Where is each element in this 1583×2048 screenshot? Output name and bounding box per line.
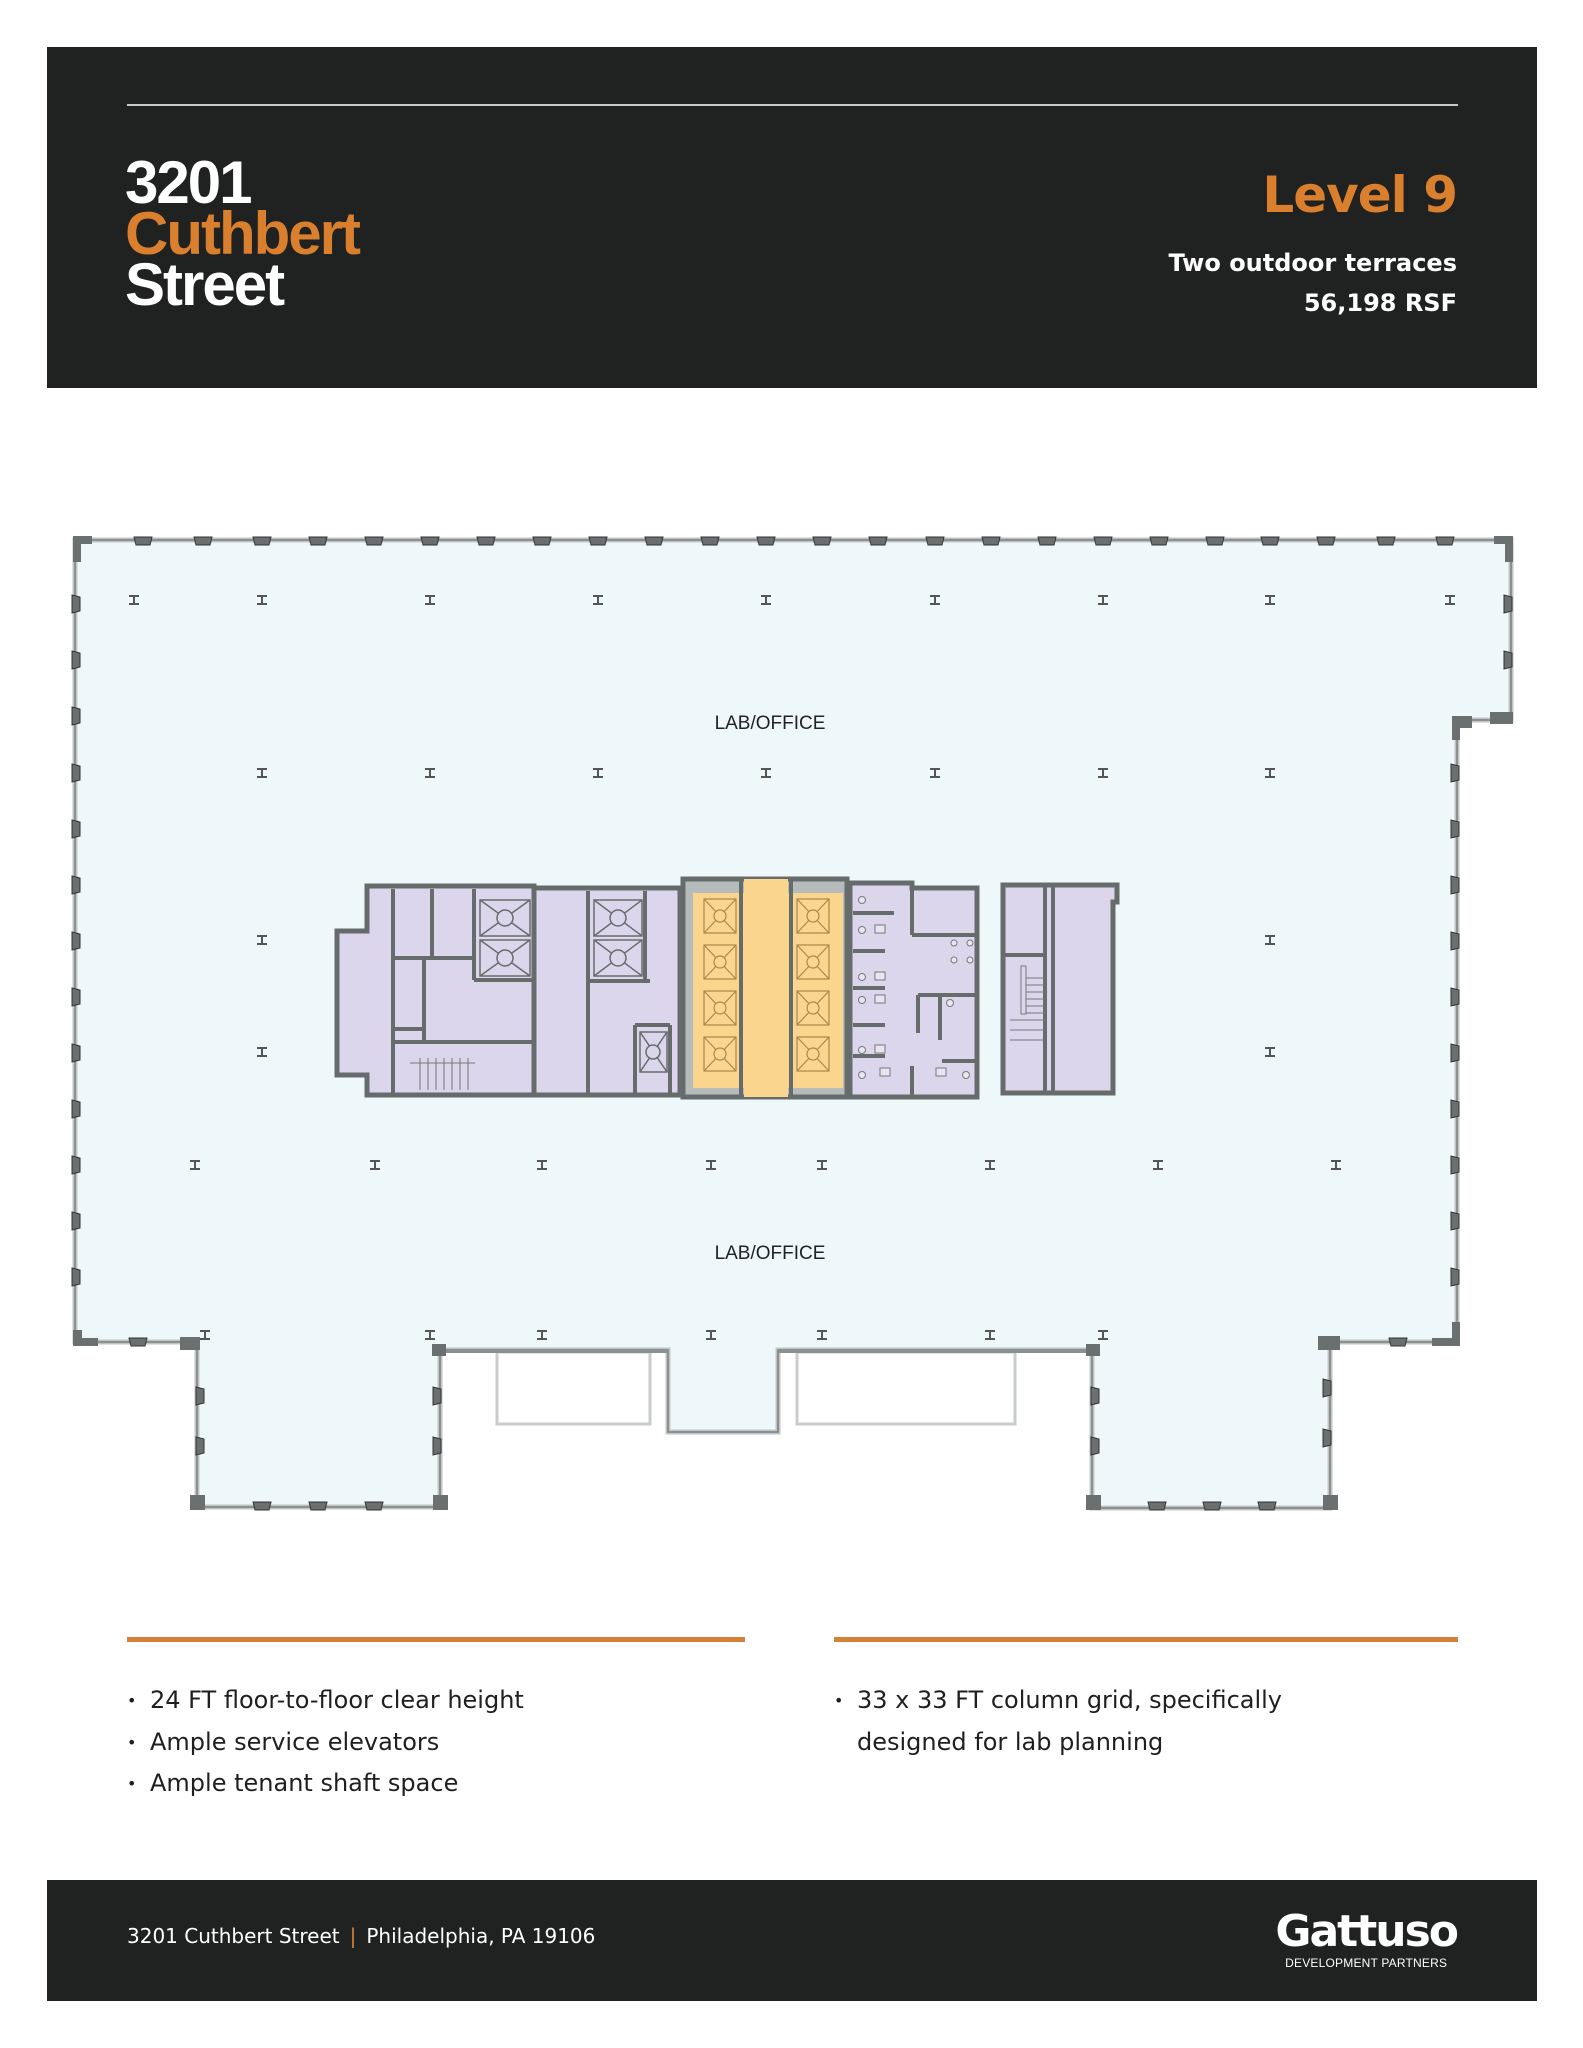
space-label-lower: LAB/OFFICE [715, 1243, 826, 1264]
footer-street: 3201 Cuthbert Street [127, 1924, 340, 1948]
stair-right [1010, 965, 1045, 1041]
footer-separator: | [349, 1924, 357, 1948]
building-title-line1: 3201 [125, 149, 252, 216]
features-left: 24 FT floor-to-floor clear height Ample … [127, 1637, 745, 1805]
restroom-fixtures [858, 896, 974, 1079]
building-title-line3: Street [125, 251, 285, 318]
footer-banner: 3201 Cuthbert Street | Philadelphia, PA 19… [47, 1880, 1537, 2001]
features-right-list: 33 x 33 FT column grid, specifically des… [834, 1680, 1458, 1763]
passenger-elevators [703, 898, 830, 1072]
feature-item: Ample service elevators [127, 1722, 745, 1764]
building-core [334, 876, 1120, 1100]
level-area: 56,198 RSF [1303, 289, 1457, 317]
stair-left [410, 1058, 475, 1090]
feature-item: 33 x 33 FT column grid, specifically des… [834, 1680, 1327, 1763]
header-divider [127, 104, 1458, 106]
feature-item: 24 FT floor-to-floor clear height [127, 1680, 745, 1722]
features-left-rule [127, 1637, 745, 1642]
header-banner: 3201 Cuthbert Street Level 9 Two outdoor… [47, 47, 1537, 388]
terrace-areas [440, 1350, 1092, 1426]
building-title: 3201 Cuthbert Street [125, 149, 361, 318]
level-title: Level 9 [1262, 166, 1458, 224]
features-right-rule [834, 1637, 1458, 1642]
gattuso-logo: Gattuso DEVELOPMENT PARTNERS [1275, 1906, 1459, 1971]
level-info: Level 9 Two outdoor terraces 56,198 RSF [1168, 165, 1458, 323]
logo-tagline: DEVELOPMENT PARTNERS [1285, 1956, 1448, 1970]
features-left-list: 24 FT floor-to-floor clear height Ample … [127, 1680, 745, 1805]
footer-city: Philadelphia, PA 19106 [366, 1924, 596, 1948]
service-elevators-mid [593, 899, 668, 1073]
feature-item: Ample tenant shaft space [127, 1763, 745, 1805]
service-elevators-left [479, 899, 531, 977]
logo-name: Gattuso [1275, 1906, 1459, 1957]
features-right: 33 x 33 FT column grid, specifically des… [834, 1637, 1458, 1763]
space-label-upper: LAB/OFFICE [715, 713, 826, 734]
building-title-line2: Cuthbert [125, 200, 361, 267]
structural-corners [73, 536, 1513, 1510]
footer-address: 3201 Cuthbert Street | Philadelphia, PA 19… [127, 1924, 595, 1948]
level-subtitle: Two outdoor terraces [1168, 249, 1457, 277]
